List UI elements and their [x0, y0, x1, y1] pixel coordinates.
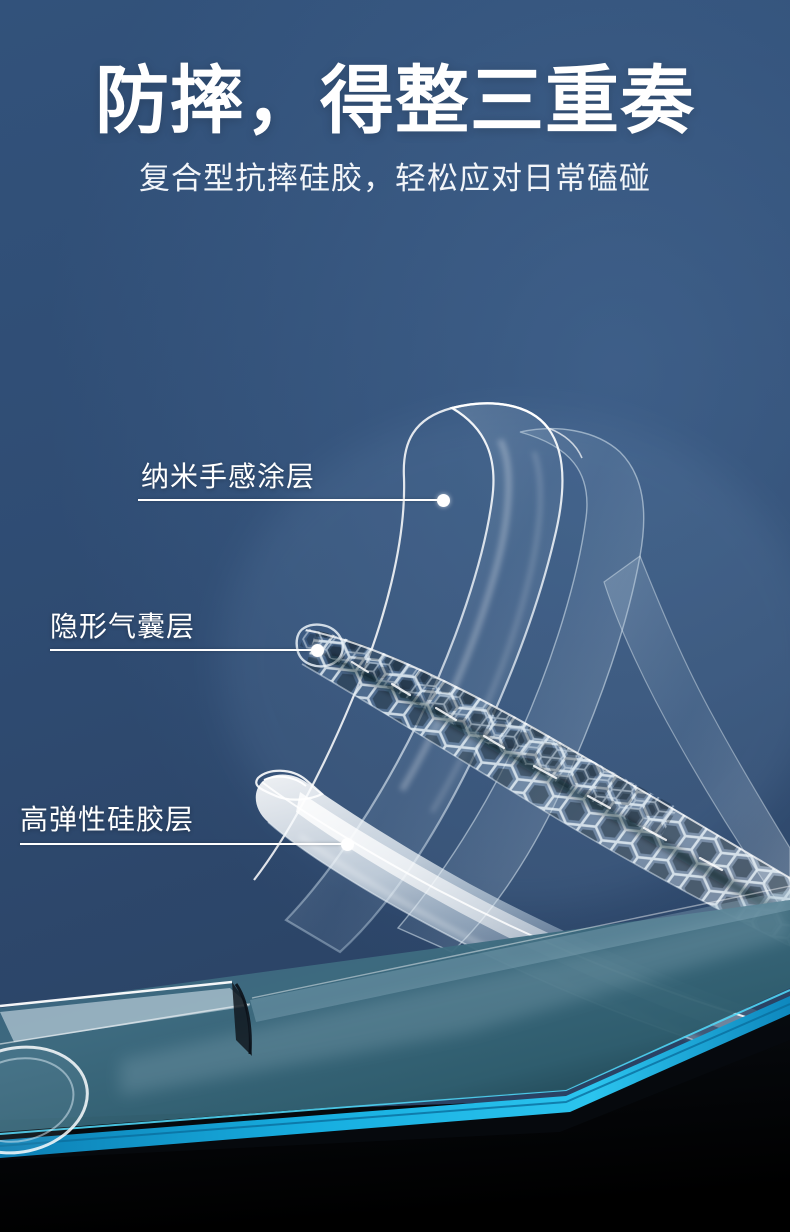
callout-label-airbag-layer: 隐形气囊层 [50, 611, 196, 642]
camera-cutout-ring [0, 1045, 89, 1155]
callout-leader-line-silicone-layer [20, 843, 345, 845]
page-title: 防摔，得整三重奏 [95, 59, 695, 142]
callout-airbag-layer: 隐形气囊层 [0, 605, 340, 675]
callout-label-nano-coating: 纳米手感涂层 [141, 461, 316, 492]
callout-silicone-layer: 高弹性硅胶层 [0, 798, 370, 868]
callout-dot-nano-coating [437, 494, 450, 507]
callout-leader-line-nano-coating [138, 499, 443, 501]
callout-nano-coating: 纳米手感涂层 [0, 455, 470, 525]
callout-label-silicone-layer: 高弹性硅胶层 [20, 804, 195, 835]
callout-dot-airbag-layer [311, 644, 324, 657]
phone-with-clear-case [0, 885, 790, 1232]
phone-edge-accent [0, 996, 790, 1158]
curved-translucent-sheet [253, 402, 790, 954]
callout-leader-line-airbag-layer [50, 649, 316, 651]
page-subtitle: 复合型抗摔硅胶，轻松应对日常磕碰 [139, 161, 651, 196]
callout-dot-silicone-layer [341, 838, 354, 851]
